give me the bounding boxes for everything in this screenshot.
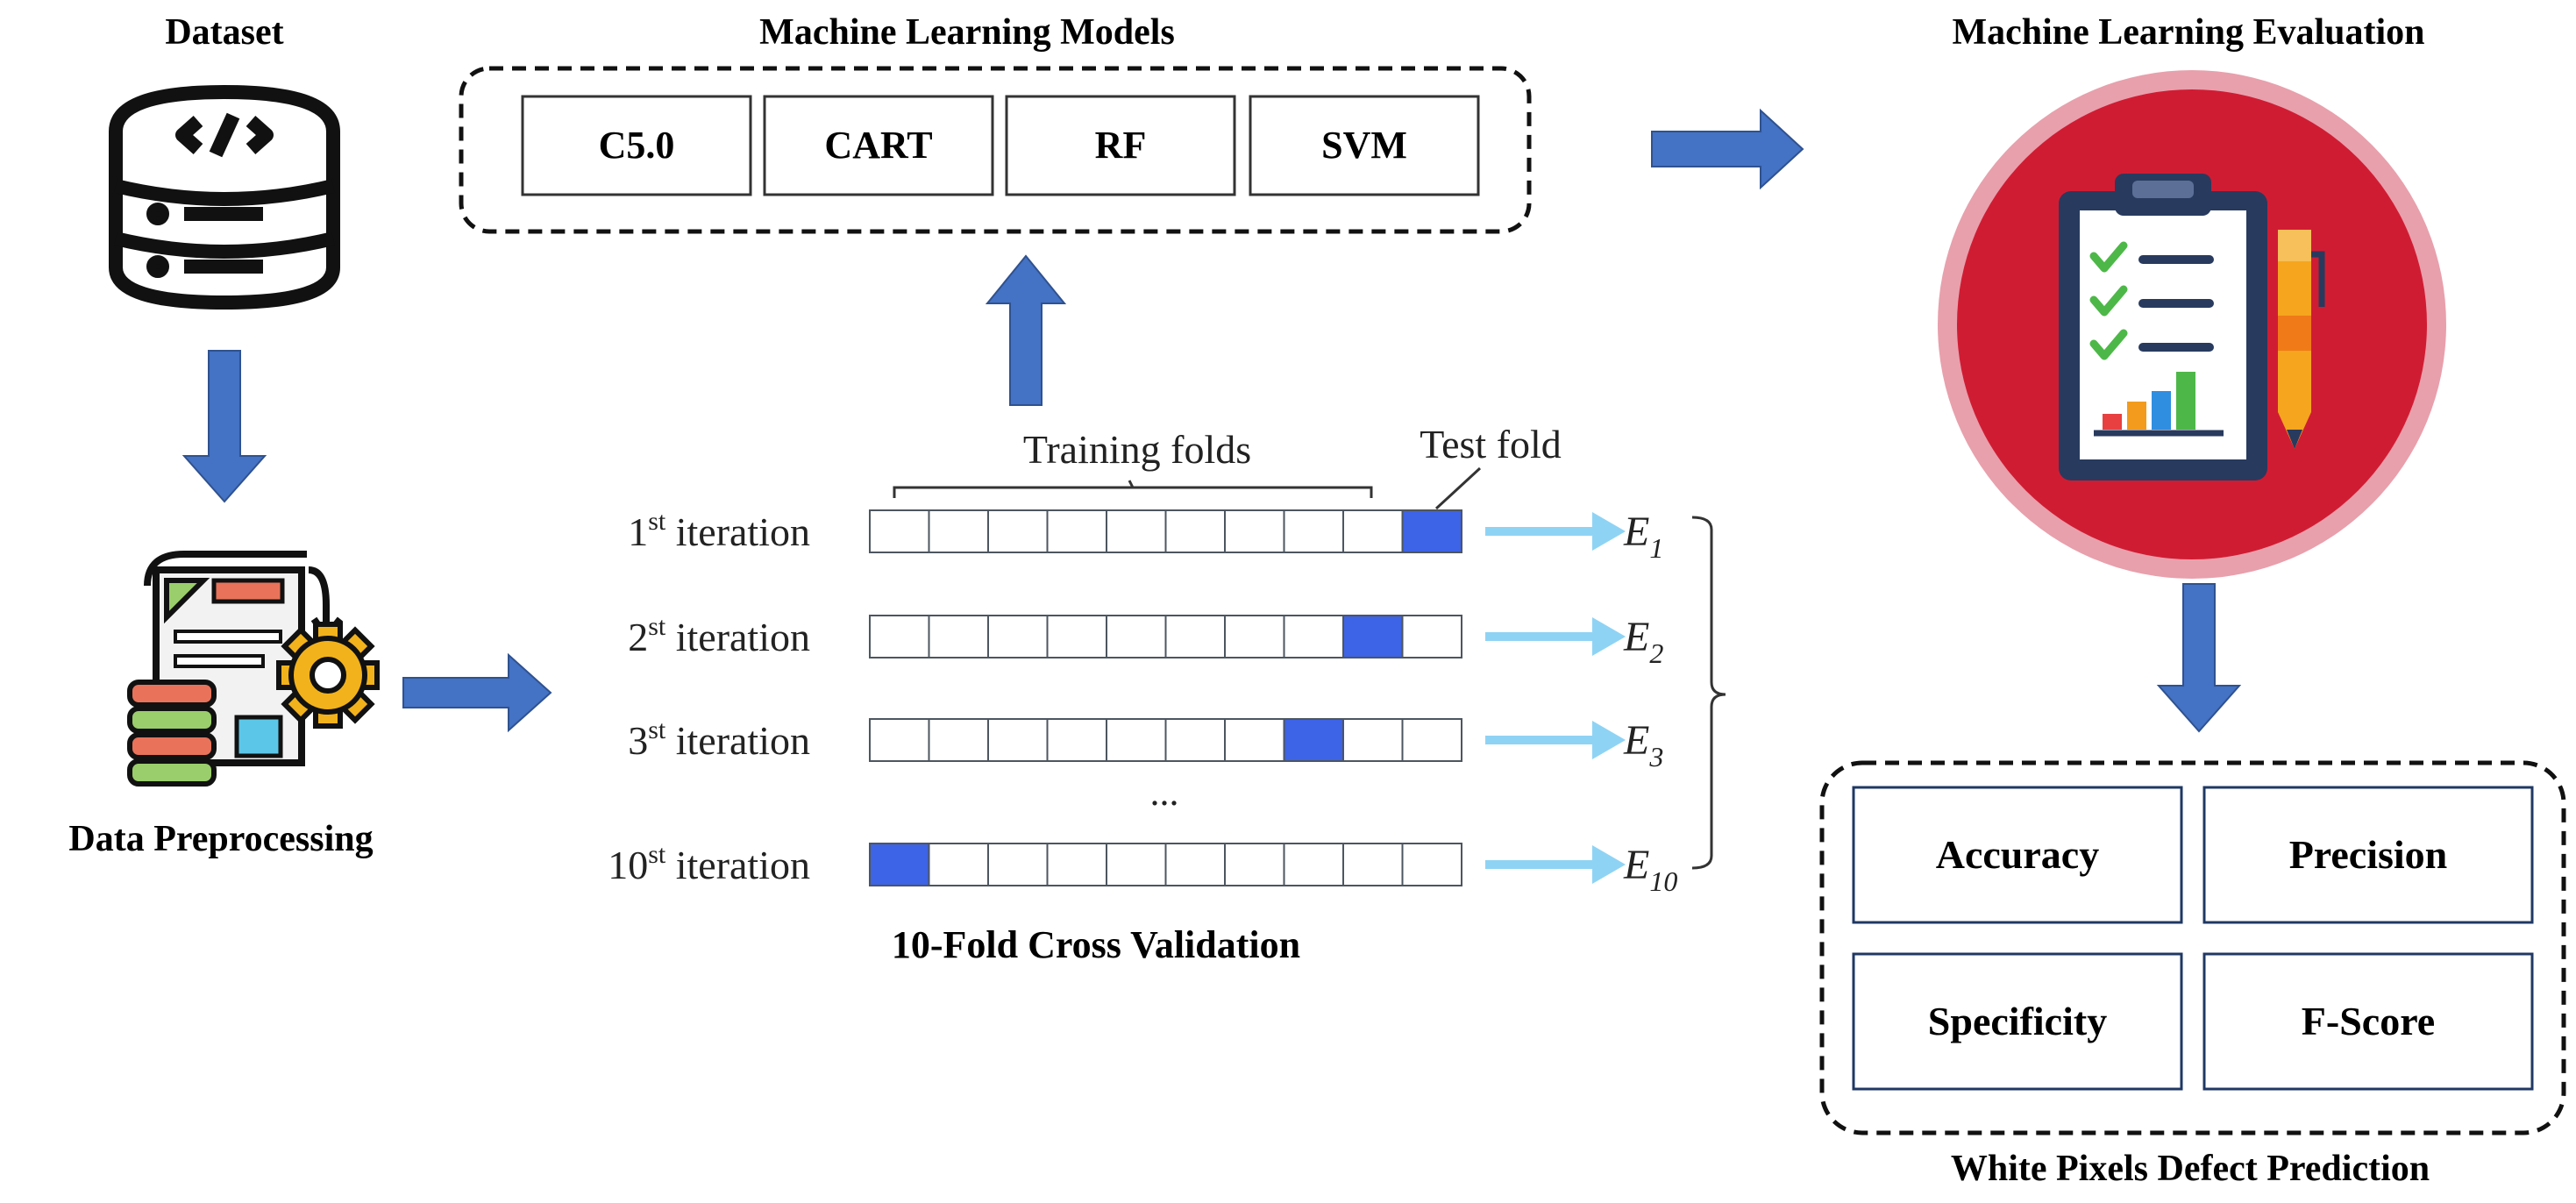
- test-fold-cell: [1283, 718, 1344, 762]
- up-arrow-icon: [985, 254, 1067, 406]
- down-arrow-icon: [181, 350, 267, 503]
- training-fold-cell: [1046, 843, 1107, 886]
- model-box: RF: [1005, 95, 1236, 196]
- training-folds-brace: [893, 480, 1373, 498]
- results-brace: [1691, 516, 1726, 870]
- training-fold-cell: [869, 615, 930, 658]
- iteration-label: 3st iteration: [628, 715, 810, 763]
- down-arrow-icon: [2156, 583, 2242, 733]
- training-fold-cell: [928, 615, 989, 658]
- document-gear-icon: [127, 551, 380, 787]
- metric-box: Precision: [2202, 786, 2534, 924]
- training-fold-cell: [1046, 509, 1107, 553]
- right-arrow-icon: [1651, 108, 1804, 190]
- training-fold-cell: [1401, 843, 1462, 886]
- error-estimate-label: E1: [1623, 509, 1663, 564]
- training-fold-cell: [1342, 509, 1404, 553]
- training-fold-cell: [928, 718, 989, 762]
- iteration-label: 2st iteration: [628, 612, 810, 659]
- arrowhead-icon: [1592, 845, 1626, 884]
- training-fold-cell: [928, 509, 989, 553]
- cv-iteration-row: 10st iteration E10: [608, 840, 1677, 897]
- cv-iterations: 1st iteration E1 2st iteration E2 3st iterat…: [608, 507, 1677, 897]
- metric-label: Precision: [2289, 832, 2448, 877]
- training-fold-cell: [1283, 843, 1344, 886]
- cv-ellipsis: ...: [1150, 771, 1179, 814]
- iteration-label: 10st iteration: [608, 840, 810, 887]
- training-fold-cell: [1283, 615, 1344, 658]
- model-box: C5.0: [521, 95, 752, 196]
- training-fold-cell: [1224, 615, 1285, 658]
- training-fold-cell: [1283, 509, 1344, 553]
- training-fold-cell: [1106, 615, 1167, 658]
- clipboard-report-icon: [1938, 70, 2446, 579]
- training-fold-cell: [1106, 843, 1167, 886]
- training-fold-cell: [1106, 509, 1167, 553]
- database-code-icon: [109, 85, 340, 310]
- metric-label: F-Score: [2302, 999, 2435, 1043]
- training-fold-cell: [1224, 509, 1285, 553]
- training-fold-cell: [1342, 718, 1404, 762]
- training-fold-cell: [987, 615, 1049, 658]
- model-label: C5.0: [599, 124, 675, 167]
- error-estimate-label: E3: [1623, 717, 1663, 772]
- arrowhead-icon: [1592, 512, 1626, 551]
- training-fold-cell: [987, 509, 1049, 553]
- training-fold-cell: [928, 843, 989, 886]
- cv-iteration-row: 1st iteration E1: [628, 507, 1663, 564]
- test-fold-label: Test fold: [1420, 422, 1562, 466]
- model-boxes: C5.0 CART RF SVM: [521, 95, 1480, 196]
- training-fold-cell: [1224, 843, 1285, 886]
- training-fold-cell: [1164, 509, 1226, 553]
- training-fold-cell: [987, 843, 1049, 886]
- cv-title: 10-Fold Cross Validation: [892, 923, 1300, 966]
- metric-label: Accuracy: [1936, 832, 2099, 877]
- iteration-label: 1st iteration: [628, 507, 810, 554]
- metric-box: Specificity: [1852, 952, 2183, 1091]
- training-fold-cell: [1164, 718, 1226, 762]
- cv-iteration-row: 3st iteration E3: [628, 715, 1663, 772]
- training-fold-cell: [987, 718, 1049, 762]
- training-fold-cell: [1401, 718, 1462, 762]
- metrics-group: [1819, 760, 2566, 1135]
- error-estimate-label: E10: [1623, 842, 1677, 897]
- training-fold-cell: [1046, 718, 1107, 762]
- training-fold-cell: [1401, 615, 1462, 658]
- metric-box: Accuracy: [1852, 786, 2183, 924]
- training-fold-cell: [1342, 843, 1404, 886]
- test-fold-cell: [1342, 615, 1404, 658]
- training-fold-cell: [1224, 718, 1285, 762]
- training-fold-cell: [869, 718, 930, 762]
- arrowhead-icon: [1592, 617, 1626, 656]
- test-fold-cell: [1401, 509, 1462, 553]
- models-group: [459, 66, 1532, 234]
- training-folds-label: Training folds: [1023, 427, 1251, 472]
- training-fold-cell: [1046, 615, 1107, 658]
- training-fold-cell: [1164, 615, 1226, 658]
- metric-label: Specificity: [1928, 999, 2107, 1043]
- test-fold-pointer: [1434, 466, 1482, 510]
- evaluation-title: Machine Learning Evaluation: [1952, 12, 2424, 53]
- model-label: CART: [824, 124, 932, 167]
- arrowhead-icon: [1592, 721, 1626, 759]
- right-arrow-icon: [402, 652, 552, 733]
- model-label: SVM: [1321, 124, 1407, 167]
- models-title: Machine Learning Models: [759, 12, 1175, 53]
- training-fold-cell: [869, 509, 930, 553]
- training-fold-cell: [1106, 718, 1167, 762]
- error-estimate-label: E2: [1623, 614, 1663, 669]
- model-box: SVM: [1249, 95, 1480, 196]
- preprocessing-title: Data Preprocessing: [68, 819, 373, 859]
- training-fold-cell: [1164, 843, 1226, 886]
- metric-box: F-Score: [2202, 952, 2534, 1091]
- test-fold-cell: [869, 843, 930, 886]
- dataset-title: Dataset: [165, 12, 283, 53]
- prediction-title: White Pixels Defect Prediction: [1951, 1149, 2430, 1189]
- model-label: RF: [1095, 124, 1147, 167]
- cv-iteration-row: 2st iteration E2: [628, 612, 1663, 669]
- model-box: CART: [763, 95, 994, 196]
